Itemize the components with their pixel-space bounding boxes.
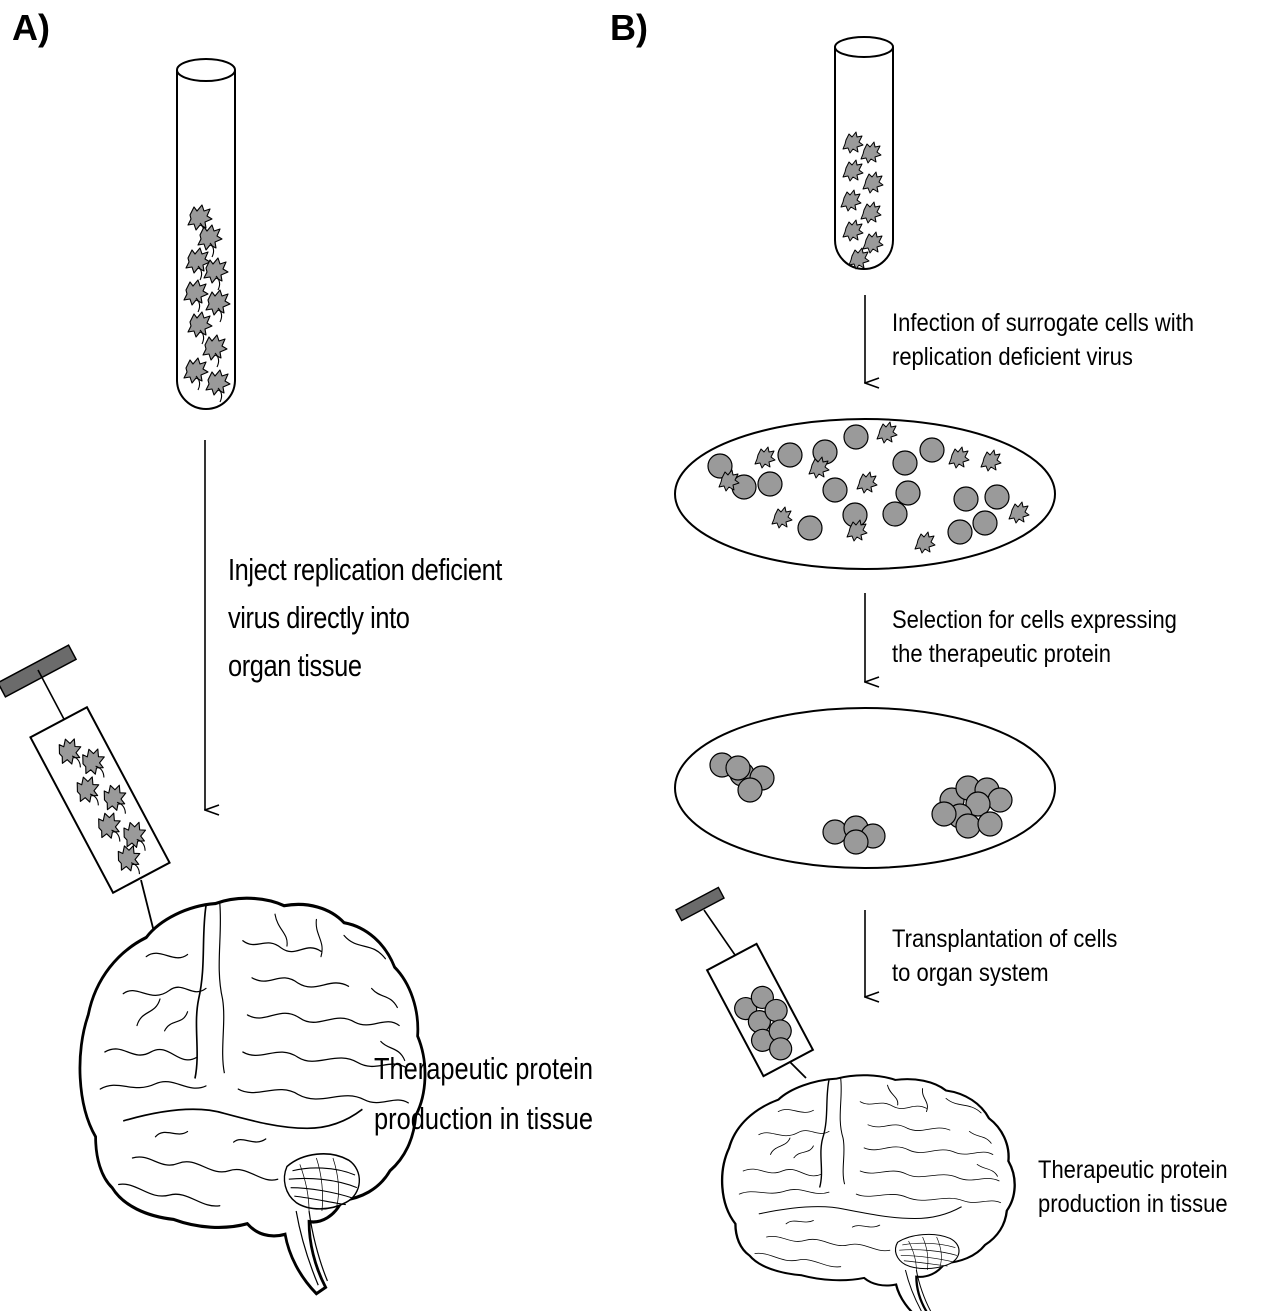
panel-b-label: B)	[610, 8, 648, 48]
panel-a-test-tube	[177, 59, 235, 409]
panel-b-brain	[722, 1075, 1015, 1311]
panel-b-test-tube	[835, 37, 893, 269]
panel-b-step-line: replication deficient virus	[892, 340, 1194, 374]
panel-b-dish-selected	[675, 708, 1055, 868]
panel-a-step-line: organ tissue	[228, 642, 502, 690]
panel-b-outcome-text: Therapeutic protein production in tissue	[1038, 1153, 1228, 1221]
panel-b-step-line: to organ system	[892, 956, 1117, 990]
panel-b-step-line: the therapeutic protein	[892, 637, 1177, 671]
panel-a-step-line: virus directly into	[228, 594, 502, 642]
panel-a-outcome-line: Therapeutic protein	[374, 1044, 593, 1094]
panel-b-syringe	[676, 887, 813, 1078]
panel-a-step-text: Inject replication deficient virus direc…	[228, 546, 502, 690]
panel-a-outcome-text: Therapeutic protein production in tissue	[374, 1044, 593, 1144]
panel-b-dish-infected	[675, 419, 1055, 569]
panel-b-outcome-line: Therapeutic protein	[1038, 1153, 1228, 1187]
panel-a-label: A)	[12, 8, 50, 48]
panel-b-step-1-text: Infection of surrogate cells with replic…	[892, 306, 1194, 374]
panel-b-step-line: Selection for cells expressing	[892, 603, 1177, 637]
panel-a-syringe	[0, 645, 170, 980]
panel-b-step-line: Transplantation of cells	[892, 922, 1117, 956]
panel-b-outcome-line: production in tissue	[1038, 1187, 1228, 1221]
panel-b-step-3-text: Transplantation of cells to organ system	[892, 922, 1117, 990]
panel-b-step-line: Infection of surrogate cells with	[892, 306, 1194, 340]
panel-a-step-line: Inject replication deficient	[228, 546, 502, 594]
panel-b-step-2-text: Selection for cells expressing the thera…	[892, 603, 1177, 671]
panel-a-outcome-line: production in tissue	[374, 1094, 593, 1144]
